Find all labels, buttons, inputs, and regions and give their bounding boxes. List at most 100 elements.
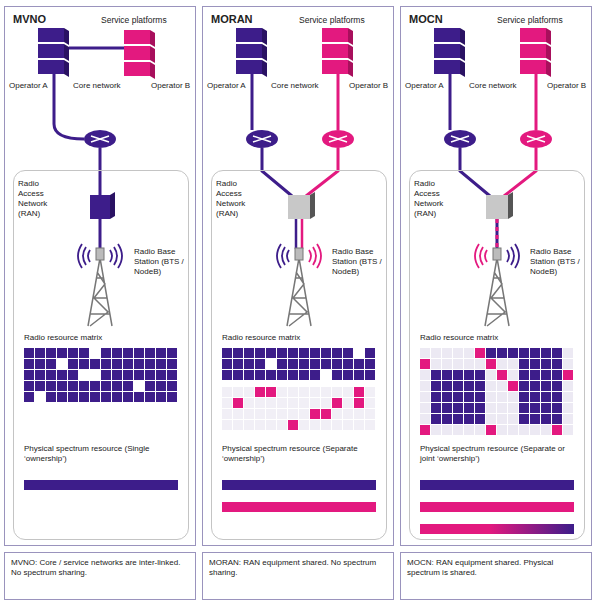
matrix-cell bbox=[343, 387, 353, 397]
link-line bbox=[295, 219, 298, 249]
matrix-cell bbox=[79, 381, 89, 391]
matrix-cell bbox=[354, 398, 364, 408]
matrix-cell bbox=[101, 392, 111, 402]
matrix-cell bbox=[167, 392, 177, 402]
matrix-cell bbox=[134, 348, 144, 358]
matrix-cell bbox=[288, 370, 298, 380]
radio-waves bbox=[475, 244, 487, 268]
link-line bbox=[306, 148, 338, 196]
operator-label: Operator A bbox=[9, 81, 48, 91]
scheme-panel: Radio Access Network (RAN)Radio Base Sta… bbox=[202, 6, 394, 546]
matrix-cell bbox=[79, 370, 89, 380]
link-line bbox=[337, 74, 340, 130]
matrix-cell bbox=[123, 348, 133, 358]
matrix-cell bbox=[354, 348, 364, 358]
matrix-cell bbox=[123, 381, 133, 391]
matrix-cell bbox=[530, 403, 540, 413]
radio-waves bbox=[277, 244, 289, 268]
matrix-cell bbox=[508, 381, 518, 391]
matrix-cell bbox=[288, 359, 298, 369]
matrix-cell bbox=[266, 359, 276, 369]
matrix-cell bbox=[46, 348, 56, 358]
matrix-cell bbox=[541, 370, 551, 380]
matrix-cell bbox=[321, 359, 331, 369]
matrix-cell bbox=[453, 348, 463, 358]
matrix-cell bbox=[167, 381, 177, 391]
matrix-cell bbox=[365, 370, 375, 380]
matrix-cell bbox=[35, 381, 45, 391]
matrix-cell bbox=[453, 403, 463, 413]
matrix-cell bbox=[233, 359, 243, 369]
matrix-cell bbox=[497, 403, 507, 413]
matrix-cell bbox=[222, 370, 232, 380]
matrix-cell bbox=[541, 392, 551, 402]
matrix-cell bbox=[145, 392, 155, 402]
matrix-cell bbox=[68, 348, 78, 358]
matrix-cell bbox=[310, 420, 320, 430]
ran-box bbox=[90, 195, 110, 219]
matrix-cell bbox=[541, 403, 551, 413]
matrix-cell bbox=[68, 370, 78, 380]
matrix-cell bbox=[431, 381, 441, 391]
matrix-cell bbox=[365, 348, 375, 358]
matrix-cell bbox=[299, 398, 309, 408]
matrix-cell bbox=[475, 392, 485, 402]
matrix-cell bbox=[453, 425, 463, 435]
matrix-cell bbox=[442, 381, 452, 391]
matrix-cell bbox=[112, 348, 122, 358]
operator-label: Operator A bbox=[405, 81, 444, 91]
router bbox=[520, 130, 552, 148]
radio-waves bbox=[78, 244, 90, 268]
server-stack bbox=[520, 28, 551, 77]
matrix-cell bbox=[497, 414, 507, 424]
matrix-cell bbox=[321, 348, 331, 358]
matrix-cell bbox=[24, 359, 34, 369]
matrix-cell bbox=[420, 392, 430, 402]
matrix-cell bbox=[266, 370, 276, 380]
matrix-cell bbox=[552, 370, 562, 380]
matrix-cell bbox=[90, 348, 100, 358]
matrix-cell bbox=[167, 348, 177, 358]
router bbox=[444, 130, 476, 148]
ran-region: Radio Access Network (RAN)Radio Base Sta… bbox=[211, 170, 387, 540]
matrix-cell bbox=[277, 370, 287, 380]
spectrum-bar bbox=[24, 480, 178, 490]
matrix-cell bbox=[332, 359, 342, 369]
matrix-cell bbox=[134, 381, 144, 391]
matrix-cell bbox=[508, 414, 518, 424]
matrix-cell bbox=[530, 414, 540, 424]
matrix-cell bbox=[222, 359, 232, 369]
matrix-cell bbox=[442, 403, 452, 413]
matrix-cell bbox=[475, 370, 485, 380]
matrix-cell bbox=[552, 414, 562, 424]
matrix-cell bbox=[486, 414, 496, 424]
matrix-cell bbox=[222, 420, 232, 430]
matrix-cell bbox=[24, 348, 34, 358]
operator-label: Operator A bbox=[207, 81, 246, 91]
matrix-cell bbox=[79, 392, 89, 402]
matrix-cell bbox=[35, 392, 45, 402]
matrix-cell bbox=[464, 425, 474, 435]
matrix-cell bbox=[255, 359, 265, 369]
matrix-cell bbox=[420, 403, 430, 413]
matrix-cell bbox=[343, 348, 353, 358]
matrix-cell bbox=[552, 381, 562, 391]
matrix-cell bbox=[420, 370, 430, 380]
matrix-cell bbox=[79, 348, 89, 358]
matrix-cell bbox=[68, 359, 78, 369]
matrix-cell bbox=[332, 420, 342, 430]
matrix-cell bbox=[244, 359, 254, 369]
matrix-cell bbox=[145, 381, 155, 391]
matrix-cell bbox=[277, 348, 287, 358]
caption-box: MOCN: RAN equipment shared. Physical spe… bbox=[400, 552, 592, 600]
matrix-cell bbox=[332, 370, 342, 380]
matrix-cell bbox=[343, 370, 353, 380]
server-stack bbox=[124, 30, 155, 79]
matrix-cell bbox=[530, 392, 540, 402]
matrix-cell bbox=[255, 387, 265, 397]
link-line bbox=[449, 74, 452, 130]
matrix-cell bbox=[321, 420, 331, 430]
matrix-cell bbox=[453, 359, 463, 369]
matrix-cell bbox=[486, 359, 496, 369]
matrix-cell bbox=[354, 370, 364, 380]
